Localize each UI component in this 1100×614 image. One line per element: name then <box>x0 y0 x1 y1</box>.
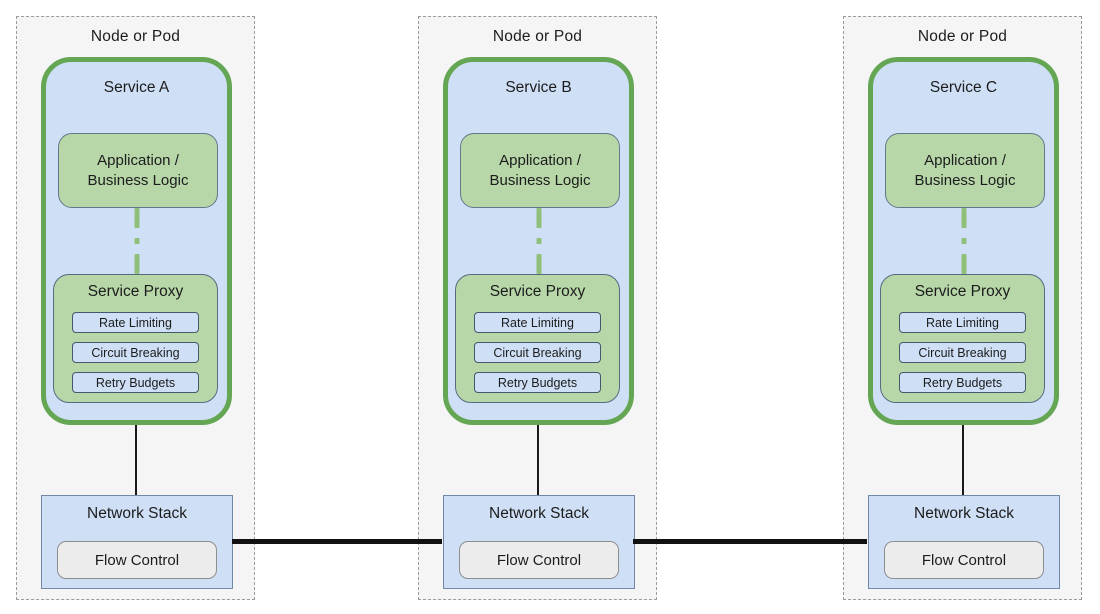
flow-control-box: Flow Control <box>459 541 619 579</box>
service-proxy-box: Service Proxy Rate Limiting Circuit Brea… <box>53 274 218 403</box>
application-business-logic-box: Application / Business Logic <box>58 133 218 208</box>
app-to-proxy-dashed-connector <box>134 208 139 274</box>
proxy-label: Service Proxy <box>87 283 184 300</box>
service-c-box: Service C Application / Business Logic S… <box>868 57 1059 425</box>
node-or-pod-2: Node or Pod Service B Application / Busi… <box>418 16 657 600</box>
connector-dash <box>961 208 966 228</box>
proxy-label: Service Proxy <box>914 283 1011 300</box>
node-label: Node or Pod <box>90 28 181 45</box>
feature-retry-budgets: Retry Budgets <box>899 372 1026 393</box>
network-stack-label: Network Stack <box>489 505 589 522</box>
app-label-line2: Business Logic <box>87 171 189 189</box>
network-stack-box: Network Stack Flow Control <box>41 495 233 589</box>
app-to-proxy-dashed-connector <box>536 208 541 274</box>
service-label: Service A <box>103 79 170 96</box>
connector-dash <box>536 254 541 274</box>
feature-rate-limiting: Rate Limiting <box>474 312 601 333</box>
service-a-box: Service A Application / Business Logic S… <box>41 57 232 425</box>
service-to-network-line <box>961 425 964 495</box>
node-or-pod-1: Node or Pod Service A Application / Busi… <box>16 16 255 600</box>
proxy-label: Service Proxy <box>489 283 586 300</box>
node-label: Node or Pod <box>917 28 1008 45</box>
app-label-line2: Business Logic <box>914 171 1016 189</box>
service-proxy-box: Service Proxy Rate Limiting Circuit Brea… <box>455 274 620 403</box>
network-stack-label: Network Stack <box>87 505 187 522</box>
node-label: Node or Pod <box>492 28 583 45</box>
network-stack-box: Network Stack Flow Control <box>443 495 635 589</box>
service-to-network-line <box>536 425 539 495</box>
flow-control-box: Flow Control <box>884 541 1044 579</box>
network-stack-box: Network Stack Flow Control <box>868 495 1060 589</box>
service-b-box: Service B Application / Business Logic S… <box>443 57 634 425</box>
feature-retry-budgets: Retry Budgets <box>72 372 199 393</box>
feature-retry-budgets: Retry Budgets <box>474 372 601 393</box>
feature-circuit-breaking: Circuit Breaking <box>899 342 1026 363</box>
connector-dot <box>134 238 139 244</box>
service-to-network-line <box>134 425 137 495</box>
feature-circuit-breaking: Circuit Breaking <box>474 342 601 363</box>
app-to-proxy-dashed-connector <box>961 208 966 274</box>
service-label: Service B <box>505 79 572 96</box>
application-business-logic-box: Application / Business Logic <box>885 133 1045 208</box>
connector-dash <box>961 254 966 274</box>
connector-dash <box>134 208 139 228</box>
network-link-line-1-2 <box>232 539 442 544</box>
service-proxy-box: Service Proxy Rate Limiting Circuit Brea… <box>880 274 1045 403</box>
connector-dash <box>536 208 541 228</box>
application-business-logic-box: Application / Business Logic <box>460 133 620 208</box>
feature-circuit-breaking: Circuit Breaking <box>72 342 199 363</box>
app-label-line2: Business Logic <box>489 171 591 189</box>
service-label: Service C <box>929 79 998 96</box>
connector-dash <box>134 254 139 274</box>
flow-control-box: Flow Control <box>57 541 217 579</box>
connector-dot <box>961 238 966 244</box>
feature-rate-limiting: Rate Limiting <box>899 312 1026 333</box>
app-label-line1: Application / <box>499 151 581 169</box>
feature-rate-limiting: Rate Limiting <box>72 312 199 333</box>
network-link-line-2-3 <box>633 539 867 544</box>
app-label-line1: Application / <box>97 151 179 169</box>
connector-dot <box>536 238 541 244</box>
node-or-pod-3: Node or Pod Service C Application / Busi… <box>843 16 1082 600</box>
app-label-line1: Application / <box>924 151 1006 169</box>
network-stack-label: Network Stack <box>914 505 1014 522</box>
